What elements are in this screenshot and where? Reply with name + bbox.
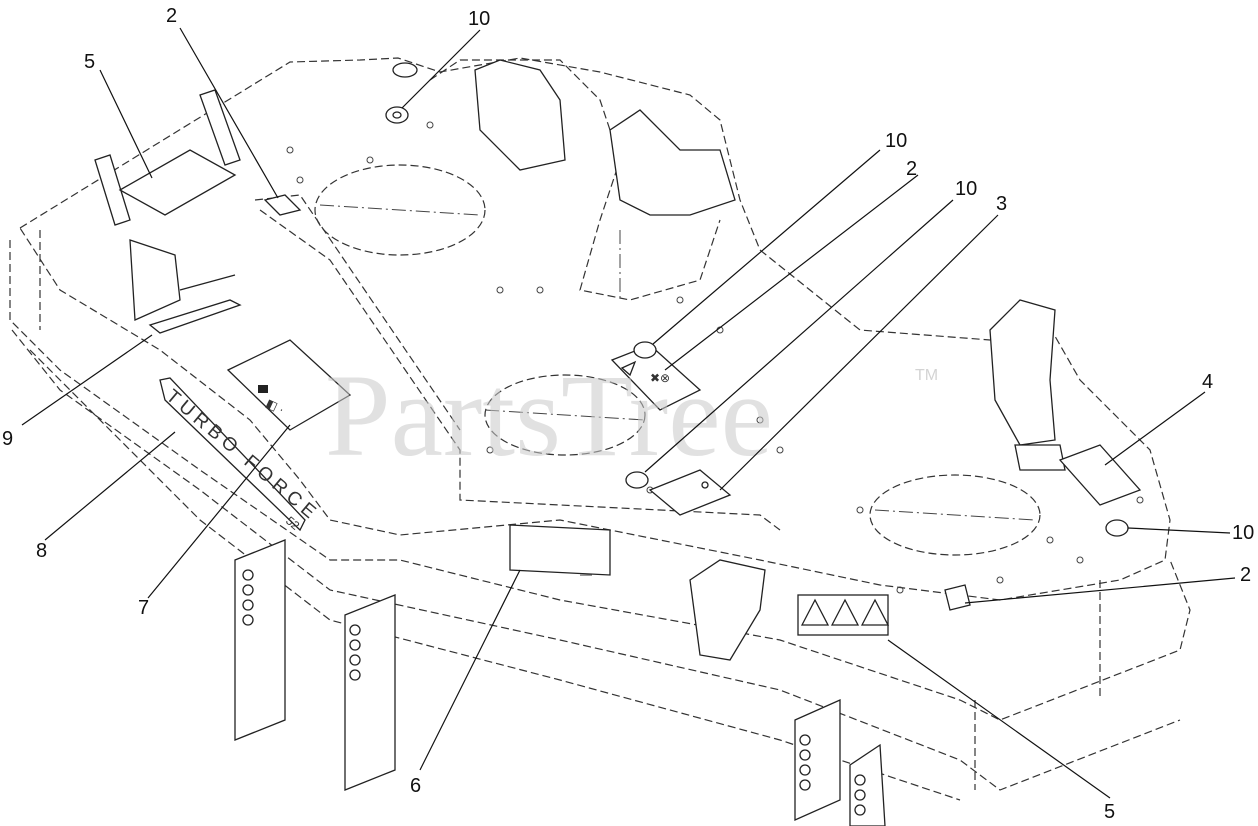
callout-10-mid-a: 10 (885, 130, 907, 152)
decal-3 (648, 469, 732, 516)
leader-lines (21, 27, 1236, 799)
deck-holes (286, 121, 1144, 594)
front-hitch-right (689, 559, 886, 826)
callout-2-right: 2 (1240, 564, 1251, 586)
callout-7: 7 (138, 597, 149, 619)
decal-10-right (1105, 519, 1129, 537)
decal-9 (148, 274, 242, 334)
callout-10-top: 10 (468, 8, 490, 30)
svg-text:—: — (580, 567, 592, 581)
decal-6: — (509, 524, 611, 581)
front-hitch-left (234, 539, 396, 791)
svg-text:✖⊗: ✖⊗ (650, 371, 670, 385)
callout-5-bottom: 5 (1104, 801, 1115, 823)
callout-labels: 2 10 5 10 2 10 3 4 9 8 7 10 2 6 5 (2, 5, 1254, 823)
decal-5-bottom (797, 594, 890, 636)
callout-8: 8 (36, 540, 47, 562)
callout-2-mid: 2 (906, 158, 917, 180)
callout-10-right: 10 (1232, 522, 1254, 544)
decal-10-top (385, 106, 409, 124)
decal-2-upper (263, 194, 302, 216)
callout-4: 4 (1202, 371, 1213, 393)
decal-10-mid-a (633, 341, 657, 359)
watermark-text: PartsTree (325, 350, 773, 481)
decal-10-markers (385, 62, 1129, 537)
callout-5-left: 5 (84, 51, 95, 73)
callout-10-mid-b: 10 (955, 178, 977, 200)
decal-2-right (944, 584, 971, 611)
callout-3: 3 (996, 193, 1007, 215)
callout-6: 6 (410, 775, 421, 797)
callout-9: 9 (2, 428, 13, 450)
deck-body (9, 57, 1191, 826)
decal-4 (1058, 444, 1142, 506)
decal-5-top (118, 149, 237, 216)
decal-10-mid-b (625, 471, 649, 489)
callout-2-top: 2 (166, 5, 177, 27)
watermark-tm: TM (915, 367, 938, 384)
